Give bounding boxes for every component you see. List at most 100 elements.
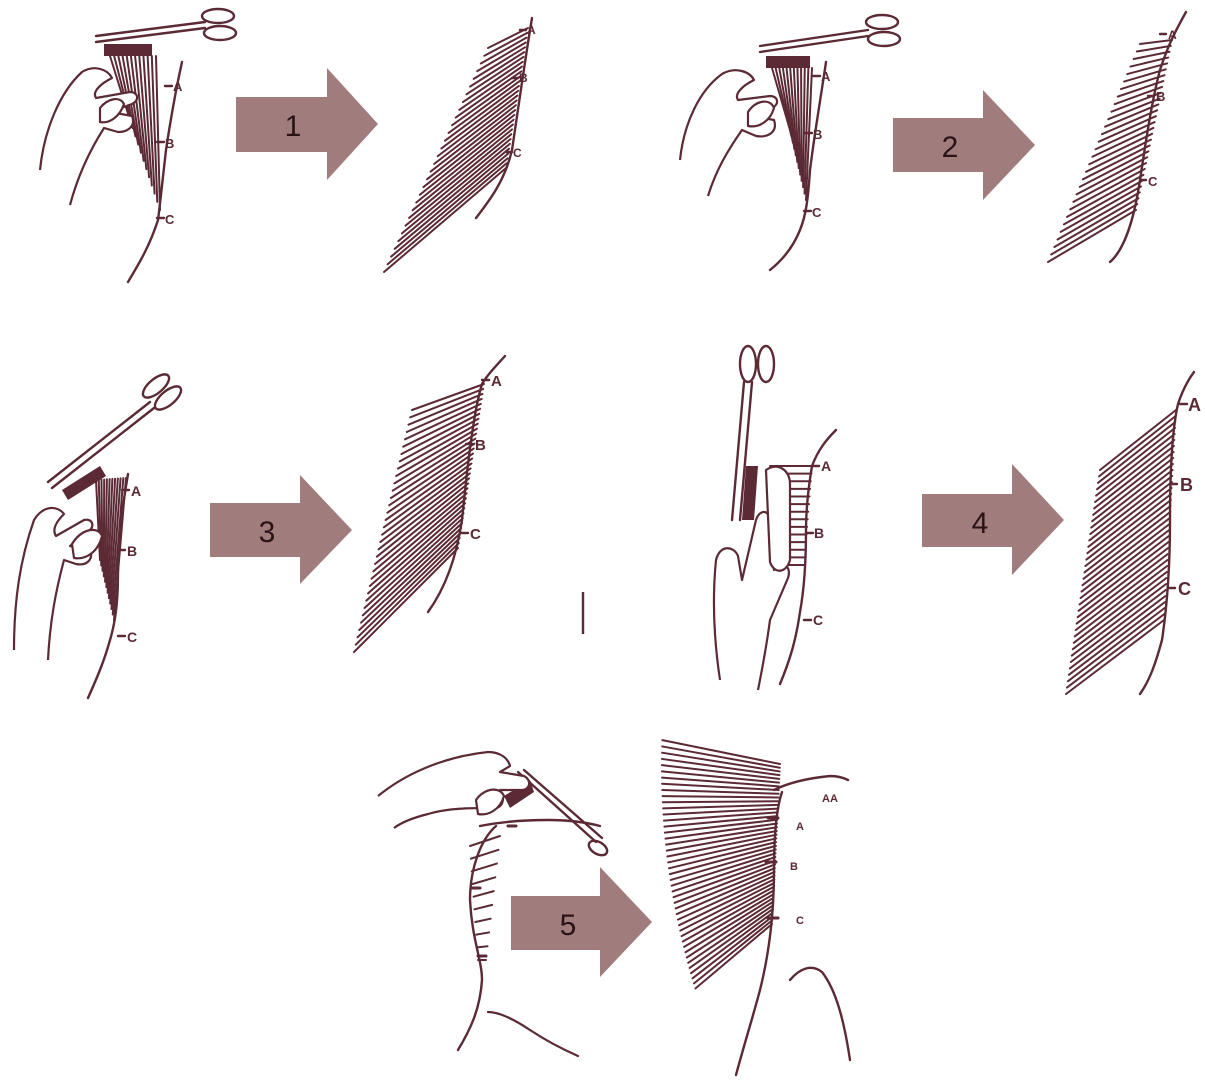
hair-strand <box>1074 572 1167 643</box>
step-2-after: A B C <box>1048 12 1186 262</box>
label-c: C <box>812 205 822 220</box>
step-4-after: A B C <box>1066 372 1201 694</box>
hair-strand <box>1099 416 1176 476</box>
label-aa: AA <box>822 793 838 805</box>
hair-strand <box>662 740 780 764</box>
hand-icon <box>680 70 777 196</box>
label-c: C <box>165 212 175 227</box>
hair-strand <box>474 891 494 897</box>
hair-strand <box>663 796 779 797</box>
right-arrow-icon <box>893 90 1035 200</box>
cut-hair-result-2 <box>1048 40 1172 262</box>
cut-hair-result-3 <box>354 384 484 652</box>
hand-icon <box>14 508 102 660</box>
hair-strand <box>470 52 524 86</box>
label-b: B <box>519 71 528 85</box>
scissors-icon <box>96 9 236 42</box>
hair-strand <box>473 877 496 884</box>
right-arrow-icon <box>511 867 652 977</box>
label-a: A <box>821 458 831 474</box>
cut-hair-result-5 <box>662 740 780 988</box>
label-a: A <box>796 821 804 833</box>
label-a: A <box>1168 28 1177 42</box>
right-arrow-icon <box>922 464 1064 575</box>
label-c: C <box>127 629 137 645</box>
label-b: B <box>127 543 137 559</box>
hair-strand <box>363 523 462 615</box>
arrow-step-5: 5 <box>511 867 652 977</box>
hair-strand <box>101 480 102 571</box>
hair-strand <box>691 913 772 973</box>
arrow-step-4: 4 <box>922 464 1064 575</box>
step-5-after: AA A B C <box>662 740 850 1075</box>
hair-strand <box>1076 560 1168 630</box>
label-b: B <box>814 525 824 541</box>
step-3-after: A B C <box>354 356 505 652</box>
label-c: C <box>1178 579 1191 599</box>
label-a: A <box>173 79 183 94</box>
step-3-before: A B C <box>14 370 185 698</box>
arrow-step-3: 3 <box>210 475 352 584</box>
hair-strand <box>395 154 509 249</box>
step-1-after: A B C <box>384 18 536 272</box>
hair-strand <box>471 850 499 859</box>
hair-strand <box>667 831 777 851</box>
hair-strand <box>663 805 778 808</box>
label-c: C <box>513 146 522 160</box>
hair-strand <box>1077 554 1168 624</box>
hair-strand <box>675 864 775 902</box>
right-arrow-icon <box>210 475 352 584</box>
hair-strand <box>662 790 778 794</box>
mark-b: B <box>157 136 174 151</box>
label-a: A <box>131 483 141 499</box>
label-a: A <box>491 373 502 390</box>
hair-strand <box>354 548 458 652</box>
hair-strand <box>1048 210 1136 262</box>
hair-strand <box>693 917 773 979</box>
hair-strand <box>1100 410 1176 470</box>
step-number-2: 2 <box>942 131 959 164</box>
comb-icon <box>766 56 810 68</box>
hair-strand <box>1075 566 1167 636</box>
hair-strand <box>476 932 489 934</box>
step-1-before: A B C <box>40 9 236 282</box>
step-number-3: 3 <box>259 516 276 549</box>
label-b: B <box>1180 475 1193 495</box>
step-number-4: 4 <box>972 507 989 540</box>
label-b: B <box>475 437 486 454</box>
label-c: C <box>796 915 804 927</box>
hair-strand <box>1098 422 1175 483</box>
label-c: C <box>813 612 823 628</box>
step-2-before: A B C <box>680 15 900 270</box>
label-c: C <box>1148 174 1158 189</box>
label-b: B <box>1156 89 1165 104</box>
label-b: B <box>790 861 798 873</box>
hair-strand <box>477 946 487 947</box>
label-b: B <box>165 136 174 151</box>
cut-hair-result-1 <box>384 28 528 272</box>
mark-a: A <box>165 79 183 94</box>
step-number-5: 5 <box>560 909 577 942</box>
label-b: B <box>813 127 822 142</box>
label-a: A <box>1188 395 1201 415</box>
label-a: A <box>821 69 831 84</box>
hair-strand <box>662 746 780 767</box>
hair-strand <box>1097 428 1175 489</box>
hair-strand <box>1078 548 1168 617</box>
scissors-icon <box>518 770 610 858</box>
hair-strand <box>474 905 492 909</box>
hair-strand <box>391 158 507 256</box>
comb-icon <box>104 44 152 56</box>
arrow-step-2: 2 <box>893 90 1035 200</box>
label-a: A <box>527 23 536 37</box>
hair-strand <box>663 801 778 802</box>
arrow-step-1: 1 <box>236 68 378 180</box>
hair-strand <box>475 919 490 922</box>
hair-strand <box>406 139 511 226</box>
step-number-1: 1 <box>285 110 302 143</box>
scissors-icon <box>760 15 900 52</box>
scissors-icon <box>48 370 185 488</box>
hand-icon <box>378 752 529 828</box>
